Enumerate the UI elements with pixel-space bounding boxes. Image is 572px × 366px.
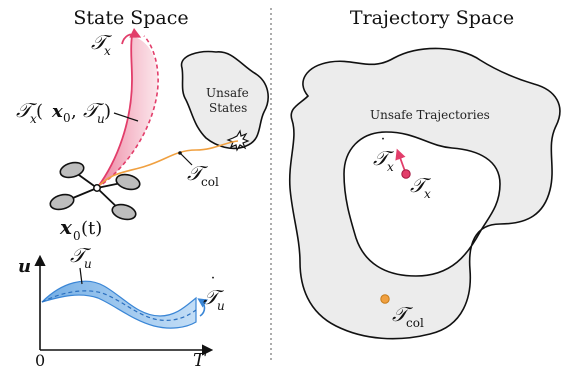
label-tx-x0-tu: 𝒯 x ( x 0 , 𝒯 u ) [16, 98, 111, 126]
axis-u-label: u [18, 256, 31, 277]
svg-text:0: 0 [73, 229, 81, 243]
pink-trajectory-tube [97, 36, 159, 188]
tick-T-label: T [193, 350, 207, 366]
svg-text:u: u [97, 112, 105, 126]
leader-tx [113, 112, 139, 122]
unsafe-states-label-line2: States [209, 101, 247, 115]
label-tu: 𝒯 u [70, 243, 92, 271]
unsafe-states-label-line1: Unsafe [206, 86, 249, 100]
tick-zero-label: 0 [35, 351, 45, 366]
svg-text:x: x [104, 44, 111, 58]
control-arrow [197, 298, 208, 317]
control-tube [41, 280, 197, 329]
svg-text:): ) [104, 101, 111, 122]
tx-point [401, 169, 411, 179]
svg-text:0: 0 [63, 111, 71, 125]
tcol-point [380, 294, 390, 304]
collision-trajectory [96, 140, 239, 189]
state-space-title: State Space [73, 7, 188, 29]
pink-trajectory-left-edge [96, 35, 133, 189]
label-tu-dot: 𝒯 u ˙ [203, 274, 225, 313]
rotor-icon [49, 193, 75, 211]
svg-text:(: ( [36, 101, 43, 122]
svg-text:x: x [51, 101, 63, 122]
drone [49, 161, 141, 221]
label-right-tx-dot: 𝒯 x ˙ [373, 135, 395, 174]
svg-text:x: x [59, 215, 73, 239]
rotor-icon [59, 161, 85, 179]
svg-text:u: u [217, 299, 225, 313]
svg-text:x: x [424, 187, 431, 201]
pink-arrow [121, 27, 142, 45]
trajectory-space-title: Trajectory Space [350, 7, 514, 29]
svg-text:col: col [406, 316, 424, 330]
leader-tu [79, 267, 83, 285]
svg-text:col: col [201, 175, 219, 189]
unsafe-trajectories-region [288, 47, 561, 340]
label-right-tx: 𝒯 x [410, 173, 432, 201]
svg-text:,: , [71, 101, 77, 122]
unsafe-trajectories-label: Unsafe Trajectories [370, 108, 490, 122]
svg-text:x: x [30, 112, 37, 126]
rotor-icon [111, 203, 137, 221]
collision-burst-icon [226, 129, 250, 152]
svg-text:˙: ˙ [209, 274, 217, 293]
pink-trajectory-right-edge [96, 35, 159, 189]
label-x0t: x 0 (t) [59, 215, 102, 243]
svg-text:˙: ˙ [97, 19, 105, 38]
svg-text:˙: ˙ [379, 135, 387, 154]
leader-tcol [179, 152, 193, 166]
svg-text:x: x [387, 160, 394, 174]
control-nominal [41, 290, 197, 321]
rotor-icon [115, 173, 141, 191]
svg-text:(t): (t) [81, 218, 102, 239]
svg-text:u: u [84, 257, 92, 271]
unsafe-states-region [180, 50, 269, 150]
